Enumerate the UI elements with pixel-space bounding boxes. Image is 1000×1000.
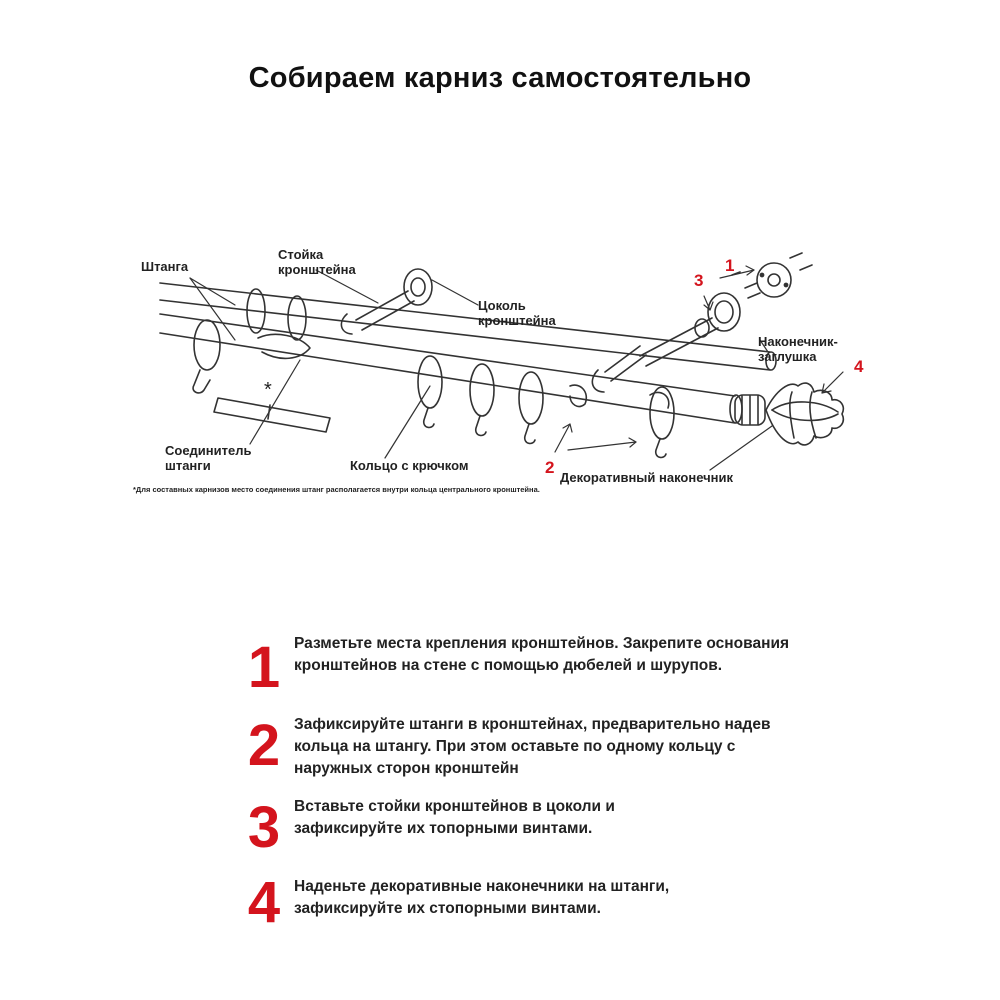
- label-rod: Штанга: [141, 259, 189, 274]
- assembly-diagram: Штанга Стойка кронштейна Цоколь кронштей…: [133, 247, 864, 494]
- bracket-exploded-parts: [639, 252, 813, 367]
- callout-3: 3: [694, 271, 704, 290]
- label-bracket-base: Цоколь кронштейна: [478, 298, 556, 328]
- leader-lines: [189, 269, 773, 471]
- label-connector: Соединитель штанги: [165, 443, 252, 473]
- page-title: Собираем карниз самостоятельно: [248, 62, 752, 94]
- rings-with-hooks: [192, 319, 675, 459]
- callout-2: 2: [545, 458, 555, 477]
- step-1-text: Разметьте места крепления кронштейнов. З…: [294, 635, 790, 674]
- label-bracket-post: Стойка кронштейна: [278, 247, 356, 277]
- label-end-cap: Наконечник-заглушка: [758, 334, 838, 364]
- step-1-number: 1: [247, 635, 281, 700]
- asterisk-mark: *: [264, 379, 272, 401]
- callout-1: 1: [725, 256, 735, 275]
- callout-4: 4: [854, 357, 864, 376]
- bracket-right: [569, 345, 670, 409]
- footnote: *Для составных карнизов место соединения…: [133, 485, 540, 494]
- arrows: [554, 265, 844, 453]
- label-finial: Декоративный наконечник: [560, 470, 734, 485]
- step-4-number: 4: [247, 870, 281, 935]
- step-3-text: Вставьте стойки кронштейнов в цоколи и з…: [294, 798, 615, 837]
- decorative-finial: [734, 382, 845, 446]
- step-2-number: 2: [247, 713, 281, 778]
- step-4-text: Наденьте декоративные наконечники на шта…: [294, 878, 670, 917]
- rings-upper: [246, 288, 307, 341]
- step-2-text: Зафиксируйте штанги в кронштейнах, предв…: [294, 716, 771, 777]
- bracket-left: [257, 268, 433, 360]
- curtain-rod-drawing: [159, 252, 845, 471]
- label-ring: Кольцо с крючком: [350, 458, 469, 473]
- step-3-number: 3: [247, 795, 281, 860]
